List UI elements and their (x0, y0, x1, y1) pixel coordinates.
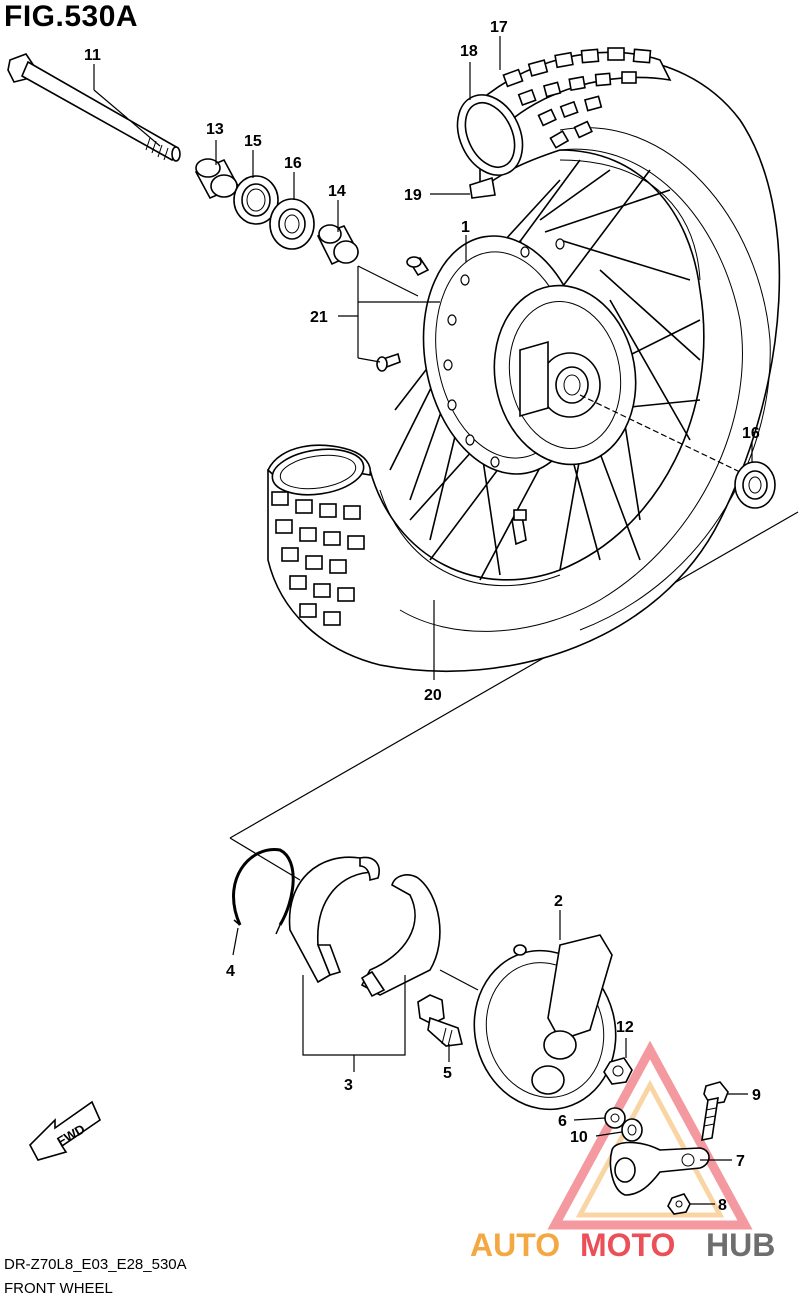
axle-bolt (7, 53, 181, 162)
callout-20: 20 (424, 687, 442, 704)
oil-seal-15 (233, 175, 279, 225)
brake-spring-4 (232, 848, 295, 935)
watermark-text: AUTO MOTO HUB (470, 1227, 775, 1263)
bearing-16-left (269, 198, 315, 250)
callout-14: 14 (328, 183, 346, 200)
divider-line (229, 511, 799, 839)
brake-panel-2 (473, 934, 617, 1111)
brake-cam-5 (417, 994, 463, 1047)
callout-10: 10 (570, 1129, 588, 1146)
nut-8 (667, 1193, 691, 1215)
callout-16-right: 16 (742, 425, 760, 442)
watermark-hub: HUB (706, 1227, 775, 1263)
callout-21: 21 (310, 309, 328, 326)
divider-stub (229, 837, 301, 881)
callout-5: 5 (443, 1065, 452, 1082)
callout-11: 11 (84, 47, 101, 64)
figure-title: FIG.530A (4, 0, 139, 33)
brake-shoe-right (360, 874, 441, 998)
callout-2: 2 (554, 893, 563, 910)
washer-10 (621, 1118, 643, 1142)
callout-19: 19 (404, 187, 422, 204)
washer-6 (604, 1107, 626, 1129)
callout-13: 13 (206, 121, 224, 138)
panel-lead-line (439, 969, 479, 991)
callout-6: 6 (558, 1113, 567, 1130)
callout-3: 3 (344, 1077, 353, 1094)
nut-12 (603, 1057, 633, 1085)
watermark-auto: AUTO (470, 1227, 560, 1263)
callout-18: 18 (460, 43, 478, 60)
spacer-13 (194, 158, 240, 200)
fwd-arrow: FWD (29, 1100, 102, 1161)
callout-16-left: 16 (284, 155, 302, 172)
brake-lever-7 (609, 1141, 710, 1196)
tire-tread-bottom (267, 444, 372, 626)
spacer-14 (316, 224, 360, 266)
callout-12: 12 (616, 1019, 634, 1036)
tire-tread-top (468, 47, 672, 149)
brake-shoe-left (288, 856, 380, 984)
figure-name: FRONT WHEEL (4, 1280, 113, 1297)
callout-7: 7 (736, 1153, 745, 1170)
callout-4: 4 (226, 963, 235, 980)
callout-9: 9 (752, 1087, 761, 1104)
screw-21-lower (376, 352, 401, 372)
callout-15: 15 (244, 133, 262, 150)
callout-1: 1 (461, 219, 470, 236)
model-code: DR-Z70L8_E03_E28_530A (4, 1256, 187, 1273)
inner-tube-18 (456, 94, 524, 199)
bolt-9 (701, 1081, 729, 1142)
callout-8: 8 (718, 1197, 727, 1214)
axis-line (579, 394, 741, 473)
screw-21-upper (406, 256, 430, 277)
leader-lines (93, 36, 753, 1205)
callout-17: 17 (490, 19, 508, 36)
bearing-16-right (734, 461, 776, 509)
hub-and-spokes (389, 159, 701, 581)
watermark-moto: MOTO (580, 1227, 675, 1263)
